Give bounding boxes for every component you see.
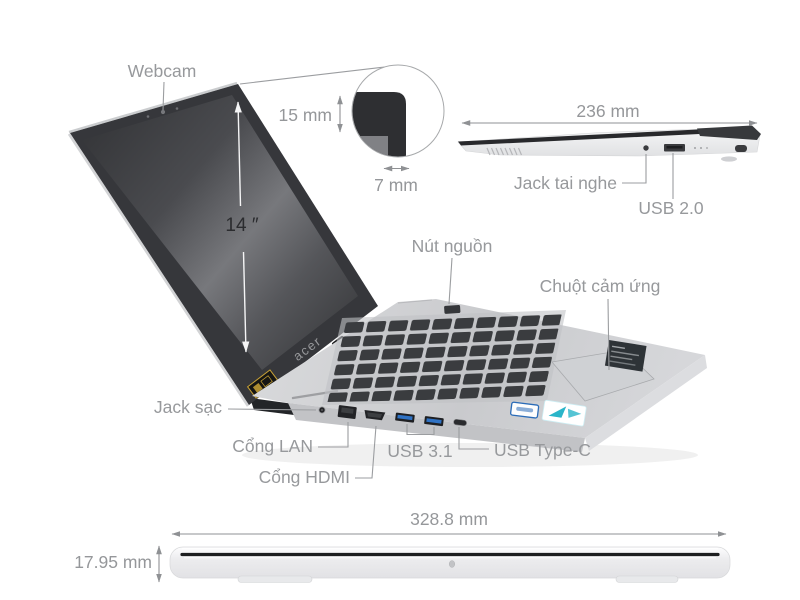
top-bezel-label: 15 mm [279,105,332,125]
side-foot-right [721,156,737,162]
hdmi-label: Cổng HDMI [259,467,350,487]
headphone-jack-label: Jack tai nghe [514,173,617,193]
charging-jack-leader [227,408,317,411]
lan-leader [318,422,349,448]
teal-sticker [541,399,587,427]
webcam-label: Webcam [128,61,197,81]
screen-size-label: 14 ″ [225,215,258,236]
screen-size-arrow-top [234,101,242,207]
usb-type-c-port [453,419,467,427]
charging-jack-label: Jack sạc [154,397,222,417]
touchpad-label: Chuột cảm ứng [540,276,661,296]
usb31-port-1 [395,412,415,423]
laptop-open-view: acer [67,81,707,467]
front-latch-notch [448,560,456,568]
hdmi-port [364,410,386,421]
screen-size-arrow-bottom [242,251,250,353]
front-foot-right [615,575,679,583]
side-lid-edge [458,127,751,146]
side-indicator-dots [694,147,708,149]
power-button-label: Nút nguồn [412,236,493,256]
hdmi-leader [355,425,377,479]
usb-type-c-leader [458,427,489,450]
front-foot-left [237,575,313,583]
screen [82,95,358,370]
usb31-label: USB 3.1 [387,441,452,461]
width-label: 328.8 mm [410,509,488,529]
charging-jack-port [318,406,326,414]
webcam-dot [146,107,179,118]
lan-port [337,405,357,419]
keyboard [326,313,562,402]
power-button-leader [448,257,453,305]
bezel-detail-circle [239,64,445,158]
side-vents [486,147,523,156]
usb-type-c-label: USB Type-C [494,440,591,460]
base-front-face [585,355,707,451]
annotations: Webcam 14 ″ 15 mm 7 mm 236 mm Jack tai n… [74,61,758,583]
side-hinge [697,125,761,140]
lid-rim-top [68,81,238,134]
spec-label-sticker [604,340,647,372]
headphone-jack-leader [622,154,647,184]
depth-label: 236 mm [576,101,639,121]
hinge-groove [397,299,433,304]
side-bezel-label: 7 mm [374,175,418,195]
thickness-label: 17.95 mm [74,552,152,572]
webcam-leader [162,81,165,111]
intel-sticker [509,401,540,419]
kensington-lock-slot [735,145,747,152]
lan-label: Cổng LAN [232,436,313,456]
base-left-face [288,403,585,452]
usb31-port-2 [424,416,444,427]
lid-rim-left [67,133,250,407]
usb20-label: USB 2.0 [638,198,703,218]
front-view [169,546,731,583]
floor-shadow [242,443,698,467]
detail-connector-line [239,66,386,85]
side-view [457,125,761,162]
touchpad-leader [607,298,610,371]
power-button [444,304,461,314]
headphone-jack-hole [643,145,649,151]
usb20-port-inner [666,146,683,149]
bezel-corner-zoom [352,92,406,157]
usb31-leader [406,424,435,436]
